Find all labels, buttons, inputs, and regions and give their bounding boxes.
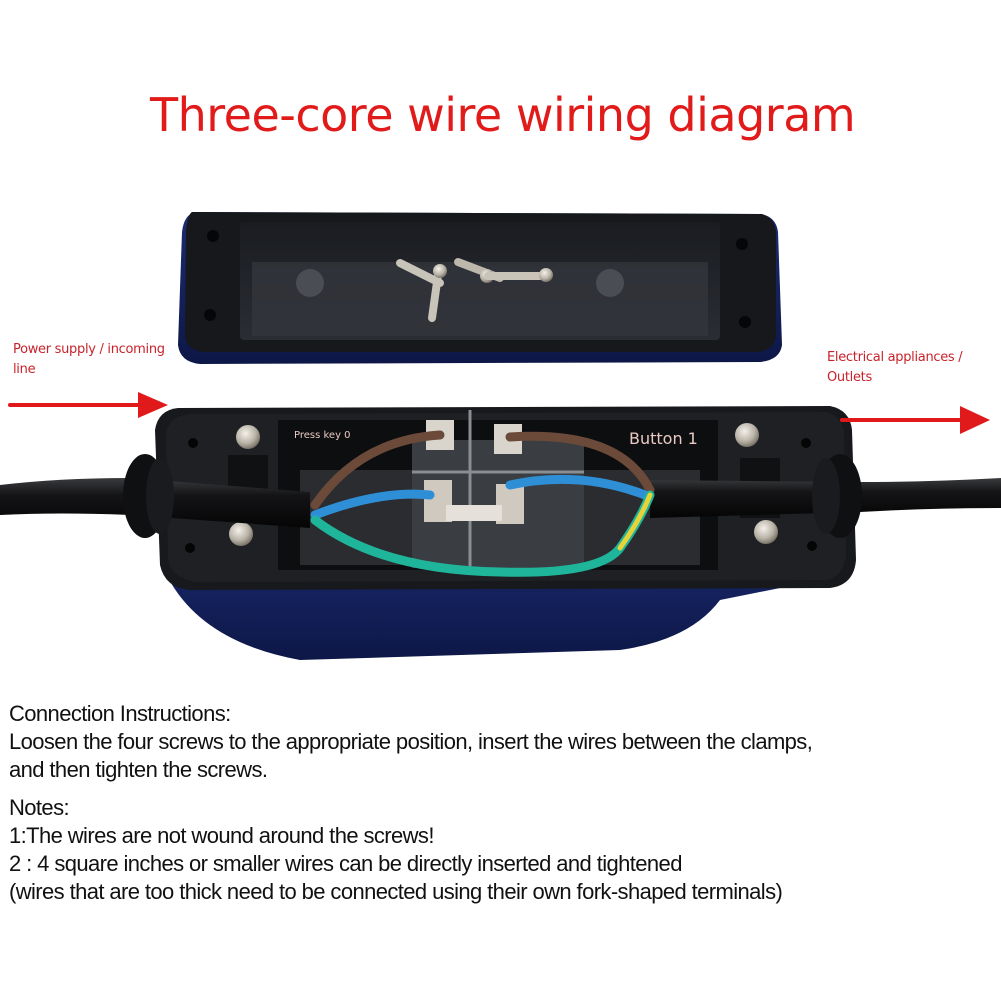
- note-3: (wires that are too thick need to be con…: [9, 879, 783, 904]
- outgoing-cable: [650, 454, 1001, 538]
- neutral-wire-left: [310, 489, 435, 520]
- note-2: 2 : 4 square inches or smaller wires can…: [9, 851, 682, 876]
- outlet-label-line2: Outlets: [827, 370, 872, 385]
- incoming-cable: [0, 454, 310, 538]
- diagram-title: Three-core wire wiring diagram: [150, 88, 856, 142]
- incoming-line-label-line1: Power supply / incoming: [13, 342, 165, 357]
- screw-icon: [754, 520, 778, 544]
- neutral-wire-right: [505, 474, 650, 500]
- junction-box-illustration: [0, 212, 1001, 660]
- outlet-label-line1: Electrical appliances /: [827, 350, 963, 365]
- box-lid: [178, 212, 782, 364]
- wires: [310, 430, 655, 577]
- incoming-line-label-line2: line: [13, 362, 36, 377]
- arrow-right-icon: [840, 406, 990, 434]
- instructions: Connection Instructions: Loosen the four…: [9, 700, 999, 906]
- arrow-right-icon: [8, 392, 168, 418]
- screw-icon: [229, 522, 253, 546]
- screw-icon: [236, 425, 260, 449]
- live-wire-right: [505, 431, 655, 495]
- live-wire-left: [310, 430, 445, 510]
- note-1: 1:The wires are not wound around the scr…: [9, 823, 434, 848]
- screws-icon: [396, 258, 553, 322]
- box-base: [155, 406, 856, 660]
- notes-heading: Notes:: [9, 795, 70, 820]
- screw-icon: [735, 423, 759, 447]
- instructions-line-2: and then tighten the screws.: [9, 757, 268, 782]
- incoming-line-label: Power supply / incoming line: [13, 340, 165, 380]
- outlet-label: Electrical appliances / Outlets: [827, 348, 963, 388]
- instructions-line-1: Loosen the four screws to the appropriat…: [9, 729, 813, 754]
- terminal-right-label: Button 1: [629, 429, 698, 448]
- terminal-left-label: Press key 0: [294, 430, 351, 441]
- instructions-heading: Connection Instructions:: [9, 701, 231, 726]
